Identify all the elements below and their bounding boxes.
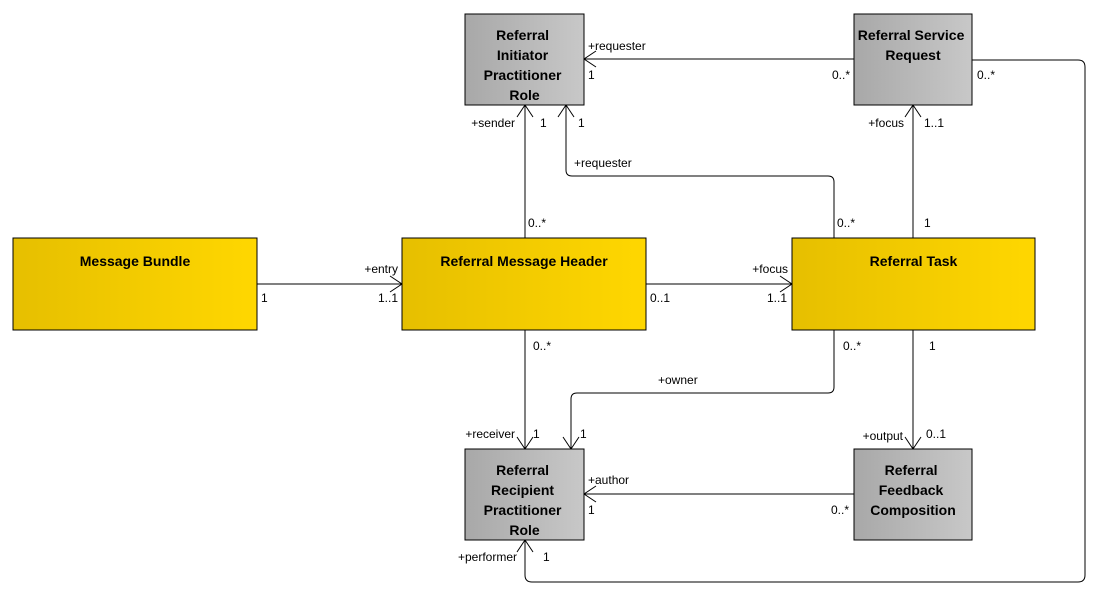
multiplicity-label: 0..1 [926,427,946,441]
multiplicity-label: 1 [543,550,550,564]
multiplicity-label: 1 [588,503,595,517]
edge-service-request-to-initiator[interactable] [583,50,854,68]
multiplicity-label: 0..* [831,503,849,517]
role-label: +entry [364,262,398,276]
multiplicity-label: 0..* [837,216,855,230]
multiplicity-label: 0..* [977,68,995,82]
multiplicity-label: 1 [540,116,547,130]
class-initiator-title: Referral Initiator Practitioner Role [484,27,566,103]
class-message-bundle-title: Message Bundle [80,253,191,269]
class-service-request-title: Referral Service Request [858,27,969,63]
multiplicity-label: 0..1 [650,291,670,305]
multiplicity-label: 1 [580,427,587,441]
multiplicity-label: 0..* [832,68,850,82]
multiplicity-label: 1 [924,216,931,230]
multiplicity-label: 1..1 [924,116,944,130]
multiplicity-label: 1..1 [767,291,787,305]
multiplicity-label: 1 [929,339,936,353]
multiplicity-label: 1 [588,68,595,82]
class-initiator[interactable]: Referral Initiator Practitioner Role [464,13,585,106]
role-label: +sender [471,116,515,130]
edge-task-to-recipient[interactable] [562,330,835,450]
edge-header-to-task[interactable] [646,275,793,293]
multiplicity-label: 0..* [843,339,861,353]
multiplicity-label: 1..1 [378,291,398,305]
role-label: +owner [658,373,698,387]
multiplicity-label: 0..* [528,216,546,230]
multiplicity-label: 1 [533,427,540,441]
edge-feedback-to-recipient[interactable] [583,485,854,503]
edge-task-to-service-request[interactable] [904,104,922,238]
role-label: +requester [574,156,632,170]
class-feedback-title: Referral Feedback Composition [870,462,956,518]
class-message-bundle[interactable]: Message Bundle [12,237,258,331]
class-task[interactable]: Referral Task [791,237,1036,331]
edge-header-to-recipient[interactable] [516,330,534,450]
class-message-header-title: Referral Message Header [440,253,608,269]
multiplicity-label: 1 [261,291,268,305]
role-label: +receiver [465,427,515,441]
class-message-header[interactable]: Referral Message Header [401,237,647,331]
multiplicity-label: 0..* [533,339,551,353]
class-task-title: Referral Task [870,253,958,269]
multiplicity-label: 1 [578,116,585,130]
role-label: +focus [868,116,904,130]
edge-task-to-feedback[interactable] [904,330,922,450]
role-label: +output [863,429,904,443]
edge-task-to-initiator[interactable] [557,104,835,238]
role-label: +performer [458,550,517,564]
role-label: +requester [588,39,646,53]
class-recipient[interactable]: Referral Recipient Practitioner Role [464,448,585,541]
edge-bundle-to-header[interactable] [257,275,403,293]
role-label: +author [588,473,629,487]
class-recipient-title: Referral Recipient Practitioner Role [484,462,566,538]
class-feedback[interactable]: Referral Feedback Composition [853,448,973,541]
class-service-request[interactable]: Referral Service Request [853,13,973,106]
role-label: +focus [752,262,788,276]
